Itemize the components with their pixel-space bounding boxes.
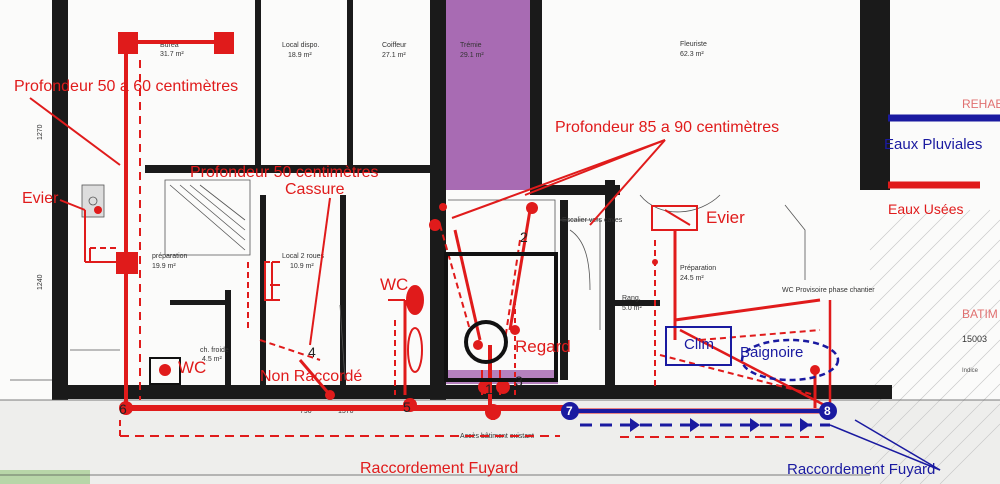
label-evier-left: Evier bbox=[22, 190, 59, 207]
room-burea-name: Burea bbox=[160, 42, 179, 49]
blue-node-7 bbox=[561, 402, 579, 420]
red-node-top-right bbox=[214, 32, 234, 54]
legend-pluviales-label: Eaux Pluviales bbox=[884, 136, 982, 153]
room-coiffeur-area: 27.1 m² bbox=[382, 52, 406, 59]
label-profondeur-50-60: Profondeur 50 a 60 centimètres bbox=[14, 78, 238, 95]
dimensions: 1270 790 1570 1240 bbox=[37, 124, 354, 415]
number-7: 7 bbox=[566, 404, 573, 418]
label-baignoire: Baignoire bbox=[740, 344, 803, 361]
number-3: 3 bbox=[515, 373, 523, 389]
blue-node-8 bbox=[819, 402, 837, 420]
annotations: Profondeur 50 a 60 centimètres Profondeu… bbox=[14, 78, 982, 478]
number-1: 1 bbox=[485, 381, 493, 397]
room-local-dispo-area: 18.9 m² bbox=[288, 52, 312, 59]
label-evier-right: Evier bbox=[706, 208, 745, 227]
regard-box bbox=[444, 252, 558, 382]
number-4: 4 bbox=[308, 344, 316, 360]
number-6: 6 bbox=[119, 401, 127, 417]
red-node-fuyard bbox=[485, 404, 501, 420]
room-preparation-left-name: préparation bbox=[152, 253, 188, 260]
legend-usees-label: Eaux Usées bbox=[888, 201, 963, 217]
room-burea-area: 31.7 m² bbox=[160, 51, 184, 58]
red-node-top-left bbox=[118, 32, 138, 54]
annotation-arrows bbox=[29, 97, 666, 346]
room-escalier-name: Escalier vers caves bbox=[562, 217, 623, 224]
label-wc-left: WC bbox=[178, 358, 206, 377]
title-code: 15003 bbox=[962, 334, 987, 344]
label-profondeur-85-90: Profondeur 85 a 90 centimètres bbox=[555, 119, 779, 136]
wc-left-box bbox=[149, 357, 181, 385]
red-node-6 bbox=[119, 401, 133, 415]
green-strip bbox=[0, 470, 90, 484]
title-indice: Indice bbox=[962, 368, 979, 374]
dim-790: 790 bbox=[300, 408, 312, 415]
dim-1570: 1570 bbox=[338, 408, 354, 415]
room-local-roues-name: Local 2 roues bbox=[282, 253, 325, 260]
room-preparation-right-area: 24.5 m² bbox=[680, 275, 704, 282]
title-rehab: REHAB bbox=[962, 97, 1000, 111]
room-tremie-area: 29.1 m² bbox=[460, 52, 484, 59]
number-8: 8 bbox=[824, 404, 831, 418]
walls bbox=[52, 0, 892, 400]
room-fleuriste-area: 62.3 m² bbox=[680, 51, 704, 58]
label-raccordement-fuyard-right: Raccordement Fuyard bbox=[787, 461, 935, 478]
room-preparation-right-name: Préparation bbox=[680, 265, 716, 272]
number-2: 2 bbox=[520, 229, 528, 245]
room-ch-froide-area: 4.5 m² bbox=[202, 356, 223, 363]
label-raccordement-fuyard-left: Raccordement Fuyard bbox=[360, 460, 518, 477]
label-cassure: Cassure bbox=[285, 181, 345, 198]
label-profondeur-50: Profondeur 50 centimètres bbox=[190, 164, 379, 181]
title-batim: BATIM bbox=[962, 307, 998, 321]
dim-1270: 1270 bbox=[37, 124, 44, 140]
red-outline-fixtures bbox=[149, 205, 698, 385]
room-rang-name: Rang. bbox=[622, 295, 641, 302]
tremie-zone bbox=[446, 0, 530, 190]
clim-box bbox=[665, 326, 732, 366]
label-regard: Regard bbox=[515, 337, 571, 356]
baignoire-shape bbox=[740, 338, 840, 382]
label-wc-mid: WC bbox=[380, 275, 408, 294]
room-preparation-left-area: 19.9 m² bbox=[152, 263, 176, 270]
blue-markers bbox=[561, 402, 837, 432]
evier-right-box bbox=[651, 205, 698, 231]
room-ch-froide-name: ch. froide bbox=[200, 347, 229, 354]
red-fixtures bbox=[94, 32, 820, 420]
blue-arrows bbox=[854, 419, 941, 471]
room-local-dispo-name: Local dispo. bbox=[282, 42, 319, 49]
label-clim: Clim bbox=[684, 336, 714, 353]
room-coiffeur-name: Coiffeur bbox=[382, 42, 407, 49]
red-node-5 bbox=[403, 398, 417, 412]
regard-circle bbox=[464, 320, 508, 364]
label-non-raccorde: Non Raccordé bbox=[260, 368, 362, 385]
number-5: 5 bbox=[403, 399, 411, 415]
dim-1240: 1240 bbox=[37, 274, 44, 290]
room-wc-provisoire: WC Provisoire phase chantier bbox=[782, 287, 875, 294]
node-numbers: 1 2 3 4 5 6 7 8 bbox=[119, 229, 831, 418]
plan-lines bbox=[0, 179, 1000, 476]
room-tremie-name: Trémie bbox=[460, 42, 482, 49]
eaux-pluviales-network bbox=[570, 326, 941, 471]
room-fleuriste-name: Fleuriste bbox=[680, 41, 707, 48]
red-node-mid bbox=[116, 252, 138, 274]
room-rang-area: 5.0 m² bbox=[622, 305, 643, 312]
room-local-roues-area: 10.9 m² bbox=[290, 263, 314, 270]
hatch-area bbox=[869, 209, 1000, 484]
